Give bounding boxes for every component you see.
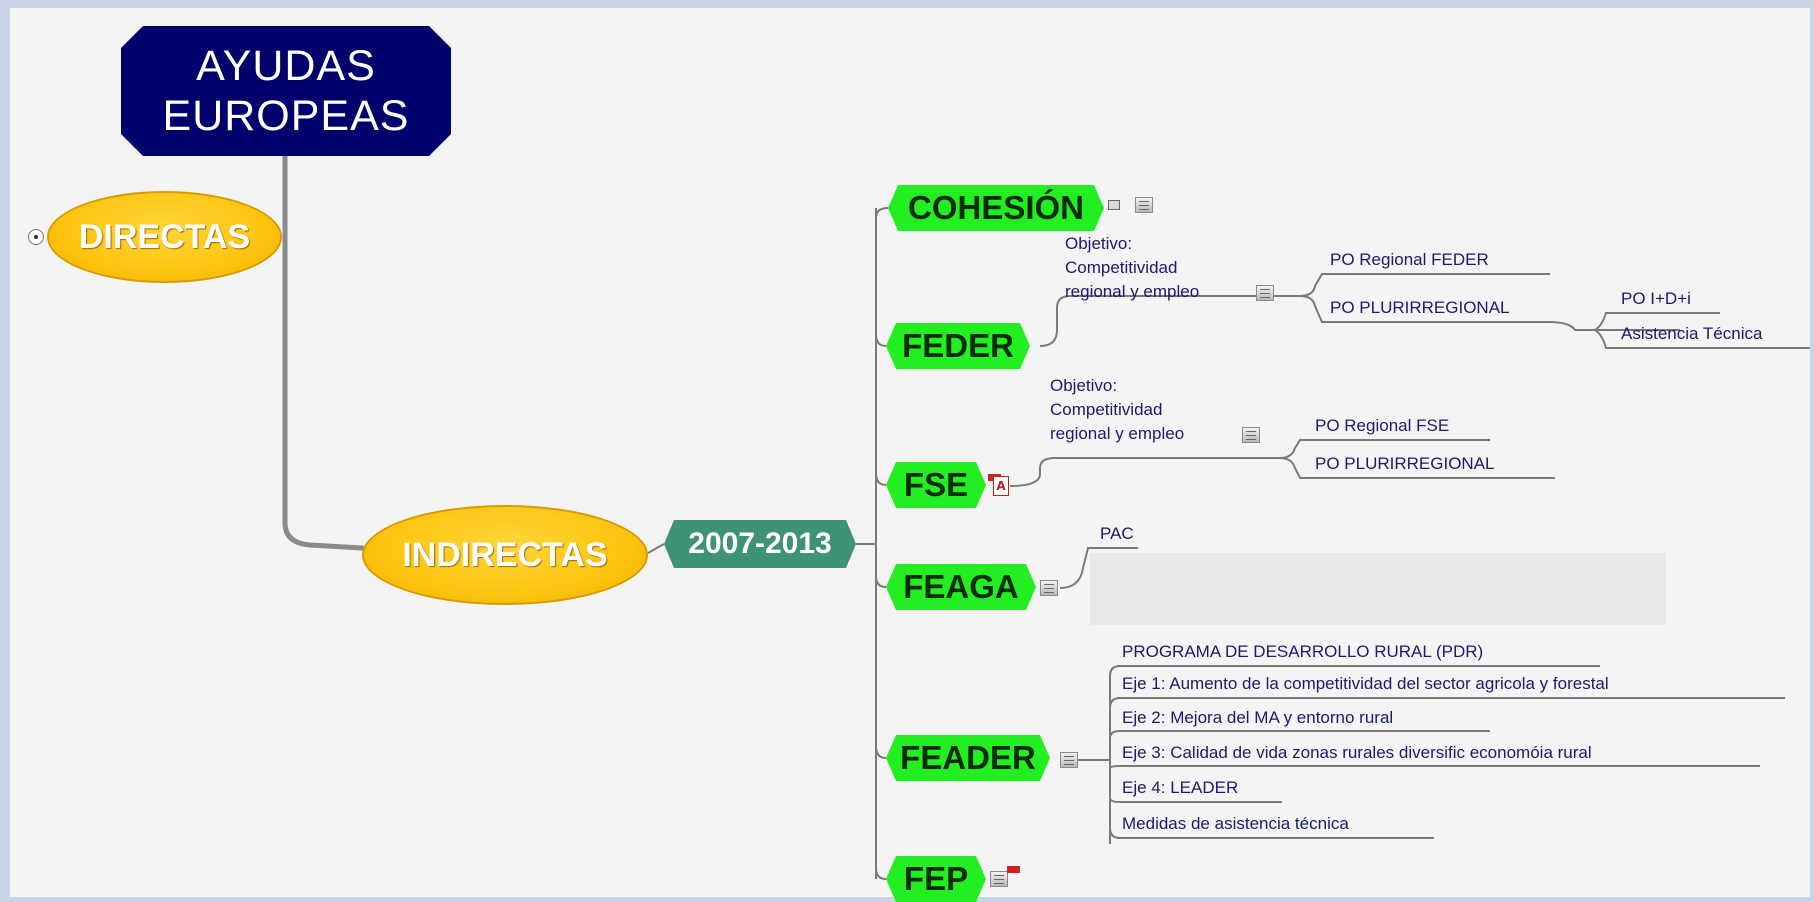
fse-objective-line-3: regional y empleo (1050, 424, 1185, 443)
node-feder-label: FEDER (902, 327, 1014, 364)
feaga-item-pac[interactable]: PAC (1100, 524, 1134, 543)
connector-lines (282, 153, 1810, 880)
node-feaga[interactable]: FEAGA (886, 564, 1036, 610)
feader-item-eje2[interactable]: Eje 2: Mejora del MA y entorno rural (1122, 708, 1394, 727)
feaga-empty-area (1090, 553, 1666, 625)
feder-objective-line-3: regional y empleo (1065, 282, 1200, 301)
fse-objective-line-2: Competitividad (1050, 400, 1163, 419)
fse-program-regional[interactable]: PO Regional FSE (1315, 416, 1450, 435)
note-icon[interactable] (990, 871, 1008, 887)
node-directas-label: DIRECTAS (78, 217, 251, 256)
node-period-label: 2007-2013 (688, 527, 832, 560)
feder-program-plurirregional[interactable]: PO PLURIRREGIONAL (1330, 298, 1510, 317)
feder-objective-line-1: Objetivo: (1065, 234, 1133, 253)
note-icon[interactable] (1040, 580, 1058, 596)
node-fep-label: FEP (903, 860, 969, 897)
mind-map-canvas: AYUDAS EUROPEAS DIRECTAS INDIRECTAS 2007… (10, 8, 1810, 897)
feader-item-asistencia[interactable]: Medidas de asistencia técnica (1122, 814, 1349, 833)
node-fep[interactable]: FEP (886, 856, 986, 902)
root-title-line-2: EUROPEAS (162, 92, 410, 140)
root-title-line-1: AYUDAS (196, 42, 376, 90)
note-icon[interactable] (1256, 285, 1274, 301)
node-feaga-label: FEAGA (903, 568, 1019, 605)
collapse-toggle-icon[interactable] (28, 229, 44, 245)
node-indirectas-label: INDIRECTAS (402, 535, 608, 574)
feader-item-eje3[interactable]: Eje 3: Calidad de vida zonas rurales div… (1122, 743, 1592, 762)
attachment-icon[interactable] (1108, 200, 1120, 210)
node-cohesion-label: COHESIÓN (907, 189, 1085, 226)
fse-program-plurirregional[interactable]: PO PLURIRREGIONAL (1315, 454, 1495, 473)
node-directas[interactable]: DIRECTAS (47, 191, 282, 283)
flag-icon (1007, 866, 1020, 873)
feder-program-regional[interactable]: PO Regional FEDER (1330, 250, 1489, 269)
feader-item-eje4[interactable]: Eje 4: LEADER (1122, 778, 1239, 797)
note-icon[interactable] (1135, 197, 1153, 213)
feader-item-eje1[interactable]: Eje 1: Aumento de la competitividad del … (1122, 674, 1609, 693)
node-period[interactable]: 2007-2013 (664, 520, 856, 568)
root-node[interactable]: AYUDAS EUROPEAS (121, 26, 451, 156)
feder-plurirregional-idi[interactable]: PO I+D+i (1621, 289, 1691, 308)
node-cohesion[interactable]: COHESIÓN (888, 185, 1104, 231)
note-icon[interactable] (1242, 427, 1260, 443)
feder-objective-line-2: Competitividad (1065, 258, 1178, 277)
fse-objective-line-1: Objetivo: (1050, 376, 1118, 395)
feder-plurirregional-asistencia[interactable]: Asistencia Técnica (1621, 324, 1763, 343)
node-indirectas[interactable]: INDIRECTAS (362, 505, 648, 605)
node-feader[interactable]: FEADER (886, 735, 1050, 781)
feader-item-pdr[interactable]: PROGRAMA DE DESARROLLO RURAL (PDR) (1122, 642, 1484, 661)
pdf-icon[interactable]: A (993, 476, 1009, 496)
node-fse-label: FSE (903, 466, 969, 503)
node-feader-label: FEADER (900, 739, 1036, 776)
note-icon[interactable] (1060, 752, 1078, 768)
node-fse[interactable]: FSE (886, 462, 986, 508)
node-feder[interactable]: FEDER (886, 323, 1030, 369)
